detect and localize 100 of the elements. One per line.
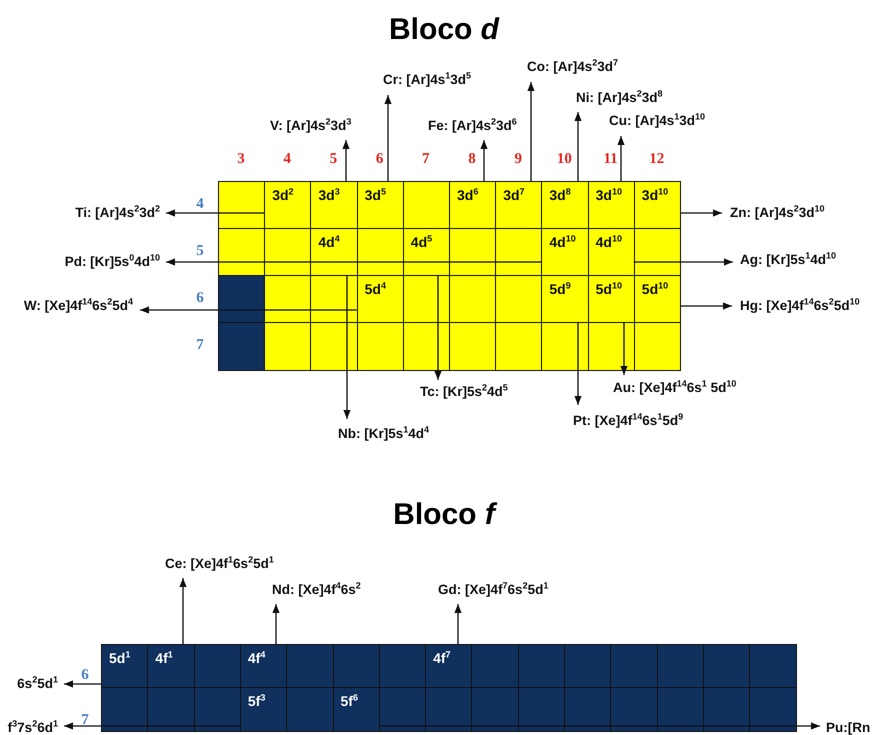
element-cell (702, 644, 751, 688)
element-cell (702, 687, 751, 732)
configuration-label: Gd: [Xe]4f$^{7}$6s$^{2}$5d$^{1}$ (438, 581, 548, 598)
leader-line (680, 302, 732, 310)
leader-line (634, 258, 733, 266)
element-cell (541, 322, 590, 370)
element-cell: 5d$^{10}$ (634, 275, 682, 324)
configuration-label: Co: [Ar]4s$^{2}$3d$^{7}$ (527, 58, 618, 75)
element-cell (518, 644, 566, 688)
element-cell: 5f$^{3}$ (240, 687, 288, 732)
configuration-label: V: [Ar]4s$^{2}$3d$^{3}$ (270, 117, 352, 134)
element-cell (449, 275, 497, 324)
leader-line (384, 95, 392, 181)
element-cell: 5d$^{9}$ (541, 275, 590, 324)
leader-line (342, 140, 350, 181)
element-cell: 4d$^{5}$ (402, 228, 450, 276)
configuration-label: Ni: [Ar]4s$^{2}$3d$^{8}$ (576, 89, 663, 106)
configuration-label: Fe: [Ar]4s$^{2}$3d$^{6}$ (428, 117, 517, 134)
title: Bloco d (389, 13, 499, 46)
element-cell (495, 322, 543, 370)
configuration-label: f$^{3}$7s$^{2}$6d$^{1}$ (8, 719, 58, 735)
element-cell (518, 687, 566, 732)
element-cell (332, 644, 380, 688)
leader-line (64, 680, 101, 688)
configuration-label: Pd: [Kr]5s$^{0}$4d$^{10}$ (64, 253, 160, 270)
configuration-label: Zn: [Ar]4s$^{2}$3d$^{10}$ (730, 204, 825, 221)
leader-line (434, 275, 442, 380)
configuration-label: Pt: [Xe]4f$^{14}$6s$^{1}$5d$^{9}$ (573, 412, 684, 429)
element-cell (378, 687, 427, 732)
configuration-label: 6s$^{2}$5d$^{1}$ (17, 675, 58, 692)
element-cell: 4d$^{4}$ (310, 228, 358, 276)
element-cell (449, 322, 497, 370)
element-cell (564, 687, 612, 732)
element-cell (310, 322, 358, 370)
leader-line (343, 275, 351, 419)
element-cell: 5d$^{4}$ (356, 275, 404, 324)
element-cell: 3d$^{3}$ (310, 181, 358, 230)
element-cell (264, 275, 312, 324)
period-number: 7 (81, 712, 89, 728)
configuration-label: Au: [Xe]4f$^{14}$6s$^{1}$ 5d$^{10}$ (613, 379, 736, 396)
element-cell (749, 687, 797, 732)
leader-line (527, 82, 535, 181)
element-cell (286, 644, 334, 688)
configuration-label: Ce: [Xe]4f$^{1}$6s$^{2}$5d$^{1}$ (165, 555, 274, 572)
group-number: 3 (237, 151, 245, 167)
element-cell: 3d$^{6}$ (449, 181, 497, 230)
configuration-label: W: [Xe]4f$^{14}$6s$^{2}$5d$^{4}$ (24, 297, 133, 314)
element-cell (218, 228, 266, 276)
element-cell (564, 644, 612, 688)
element-cell (356, 322, 404, 370)
period-number: 7 (196, 337, 204, 353)
element-cell (356, 228, 404, 276)
element-cell (471, 687, 520, 732)
element-cell (495, 228, 543, 276)
group-number: 8 (468, 151, 476, 167)
element-cell (402, 181, 450, 230)
element-cell (147, 687, 196, 732)
configuration-label: Cr: [Ar]4s$^{1}$3d$^{5}$ (383, 71, 472, 88)
element-cell: 3d$^{10}$ (634, 181, 682, 230)
configuration-label: Nb: [Kr]5s$^{1}$4d$^{4}$ (338, 425, 430, 442)
leader-line (179, 578, 187, 644)
leader-line (680, 209, 722, 217)
element-cell (656, 687, 704, 732)
element-cell (310, 275, 358, 324)
element-cell (264, 228, 312, 276)
period-number: 4 (196, 196, 204, 212)
leader-line (620, 322, 628, 375)
element-cell (634, 322, 682, 370)
group-number: 9 (514, 151, 522, 167)
element-cell (471, 644, 520, 688)
element-cell: 3d$^{8}$ (541, 181, 590, 230)
element-cell (495, 275, 543, 324)
element-cell: 4f$^{7}$ (425, 644, 473, 688)
element-cell (656, 644, 704, 688)
leader-line (574, 322, 582, 405)
element-cell (218, 275, 266, 324)
element-cell (588, 322, 636, 370)
leader-line (617, 136, 625, 181)
configuration-label: Ag: [Kr]5s$^{1}$4d$^{10}$ (740, 251, 836, 268)
group-number: 12 (649, 151, 664, 167)
element-cell (218, 181, 266, 230)
group-number: 5 (330, 151, 338, 167)
leader-line (454, 604, 462, 644)
element-cell: 4d$^{10}$ (588, 228, 636, 276)
leader-line (166, 258, 542, 266)
group-number: 10 (556, 151, 572, 167)
element-cell (194, 644, 242, 688)
period-number: 6 (81, 667, 89, 683)
leader-line (574, 112, 582, 181)
configuration-label: Cu: [Ar]4s$^{1}$3d$^{10}$ (609, 112, 706, 129)
element-cell (218, 322, 266, 370)
element-cell (378, 644, 427, 688)
element-cell: 3d$^{5}$ (356, 181, 404, 230)
leader-line (166, 209, 264, 217)
section-heading: Bloco f (393, 498, 495, 531)
leader-line (272, 604, 280, 644)
leader-line (64, 722, 240, 730)
configuration-label: Tc: [Kr]5s$^{2}$4d$^{5}$ (420, 383, 508, 400)
element-cell (402, 322, 450, 370)
configuration-label: Nd: [Xe]4f$^{4}$6s$^{2}$ (272, 581, 361, 598)
